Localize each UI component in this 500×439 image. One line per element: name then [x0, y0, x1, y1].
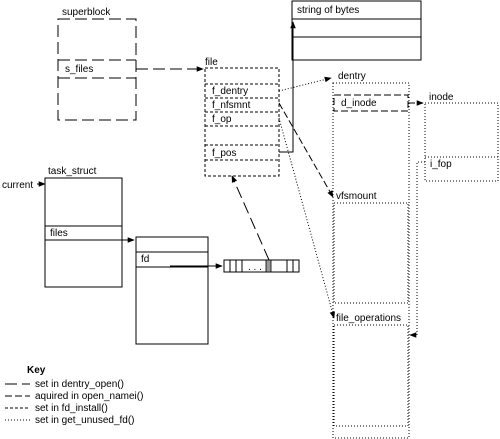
f-op-to-file-operations-arrow — [278, 117, 336, 319]
dentry-box: dentry d_inode — [332, 71, 410, 439]
inode-box: inode i_fop — [424, 92, 499, 182]
superblock-box: superblock s_files — [57, 7, 137, 121]
files-struct-box: fd — [135, 236, 209, 345]
current-label: current — [2, 180, 33, 191]
vfsmount-label: vfsmount — [336, 191, 377, 202]
vfsmount-box: vfsmount — [333, 191, 409, 304]
legend-item-2: aquired in open_namei() — [35, 391, 143, 402]
f-pos-label: f_pos — [212, 148, 236, 159]
f-dentry-to-dentry-arrow — [278, 76, 332, 92]
i-fop-label: i_fop — [430, 159, 452, 170]
legend-item-4: set in get_unused_fd() — [35, 415, 135, 426]
legend-title: Key — [27, 365, 46, 376]
file-label: file — [205, 57, 218, 68]
inode-label: inode — [429, 92, 454, 103]
f-nfsmnt-to-vfsmount-arrow — [278, 102, 334, 198]
f-nfsmnt-label: f_nfsmnt — [212, 100, 251, 111]
fd-ellipsis: . . . — [248, 262, 262, 273]
f-pos-to-bytes-arrow — [279, 21, 296, 153]
string-of-bytes-box: string of bytes — [291, 0, 422, 61]
task-struct-box: current task_struct files — [2, 166, 123, 288]
superblock-label: superblock — [62, 7, 111, 18]
fd-array: . . . — [223, 259, 300, 273]
d-inode-label: d_inode — [341, 98, 377, 109]
i-fop-to-file-operations-arrow — [409, 161, 425, 338]
string-of-bytes-label: string of bytes — [297, 5, 359, 16]
f-op-label: f_op — [212, 114, 232, 125]
file-struct-box: file f_dentry f_nfsmnt f_op f_pos — [204, 57, 280, 177]
files-label: files — [50, 228, 68, 239]
s-files-label: s_files — [65, 64, 93, 75]
file-operations-label: file_operations — [336, 313, 401, 324]
legend: Key set in dentry_open() aquired in open… — [5, 365, 143, 426]
dentry-label: dentry — [338, 71, 366, 82]
f-dentry-label: f_dentry — [212, 86, 248, 97]
legend-item-1: set in dentry_open() — [35, 379, 124, 390]
task-struct-label: task_struct — [48, 166, 97, 177]
file-operations-box: file_operations — [333, 313, 409, 427]
fd-slot-to-file-arrow — [231, 175, 270, 261]
fd-label: fd — [141, 254, 149, 265]
legend-item-3: set in fd_install() — [35, 403, 108, 414]
